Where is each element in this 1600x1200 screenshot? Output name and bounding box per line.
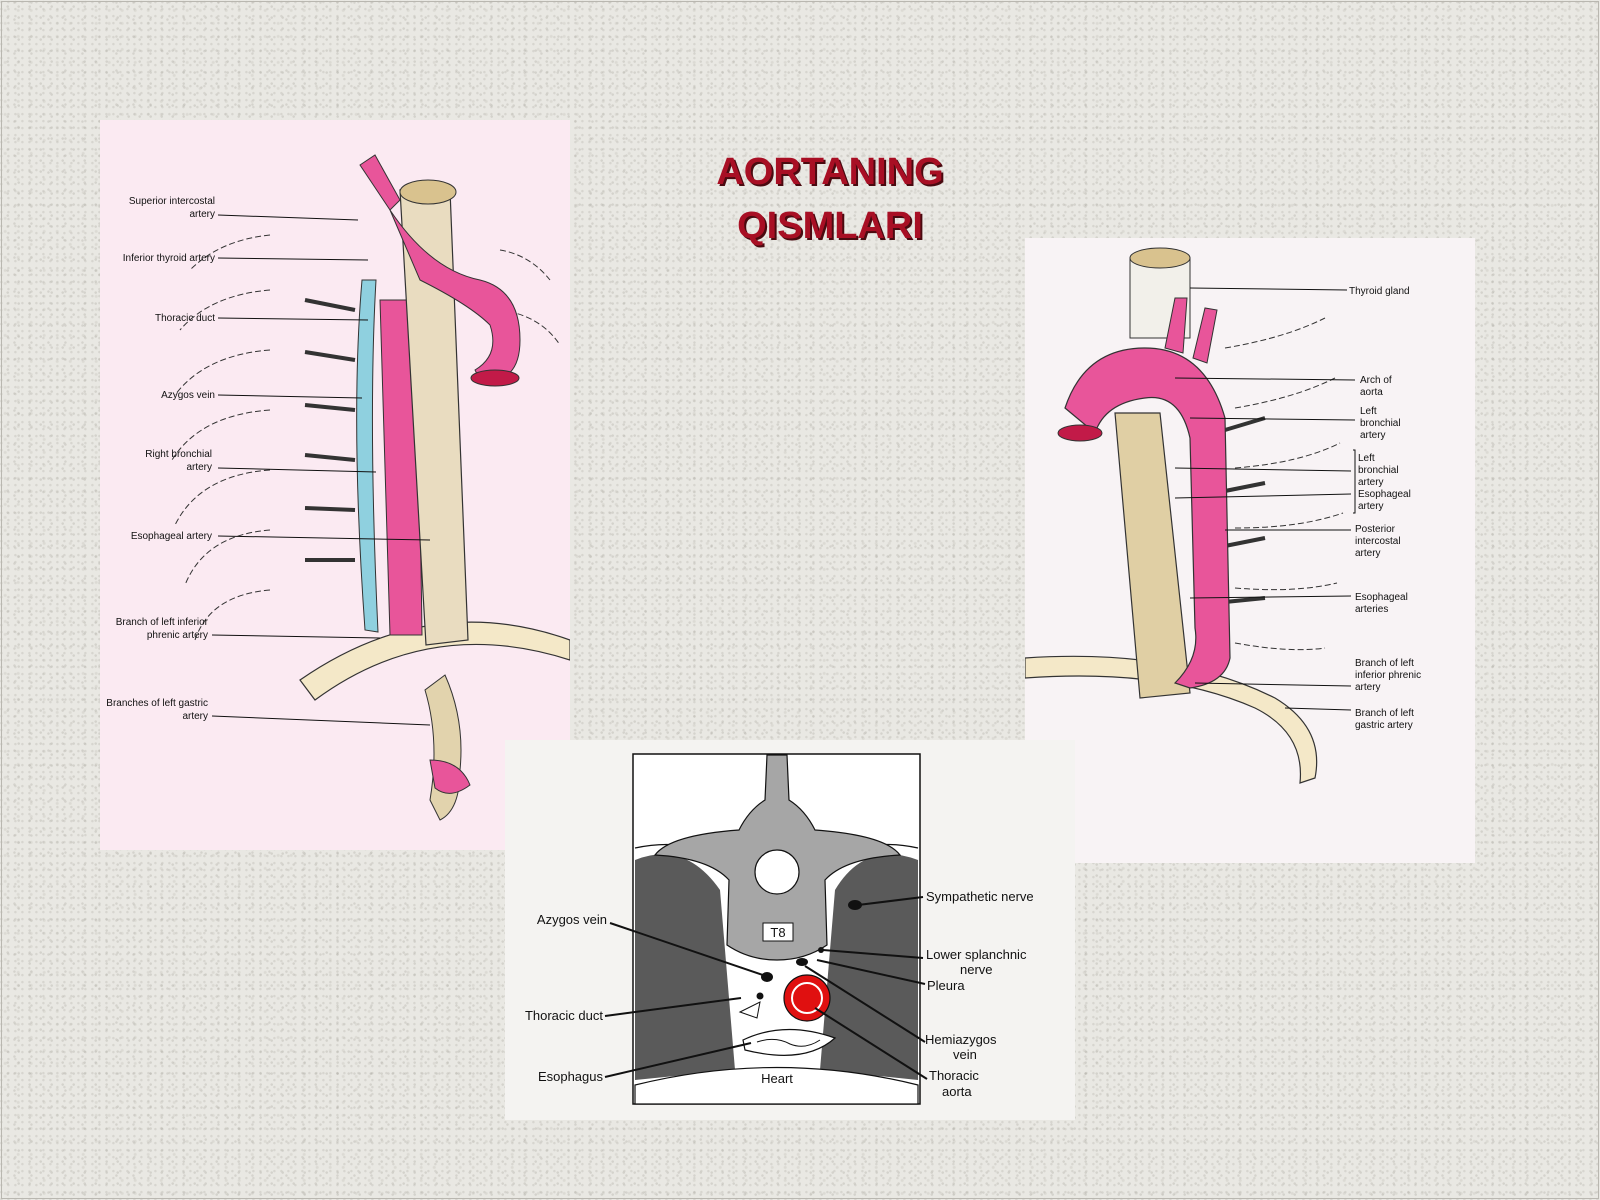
left-figure-svg: Superior intercostal artery Inferior thy… [100,120,570,850]
cross-section-esophagus [742,1028,837,1056]
right-label-aorta: aorta [1360,387,1383,398]
left-label-inferior-thyroid: Inferior thyroid artery [123,253,215,264]
right-ribs [1224,317,1344,651]
right-label-group: Thyroid gland Arch of aorta Left bronchi… [1349,286,1421,731]
right-label-bronchial-1: bronchial [1360,418,1401,429]
left-label-esophageal-artery: Esophageal artery [131,531,212,542]
right-label-artery-2: artery [1358,477,1384,488]
right-bracket [1353,449,1356,514]
right-label-thyroid-gland: Thyroid gland [1349,286,1410,297]
right-figure-background [1025,238,1475,863]
right-esophagus-shape [1114,412,1191,699]
cross-section-aorta-lumen [791,982,823,1014]
cross-section-hemiazygos [796,958,808,966]
cross-section-spinal-canal [754,849,800,895]
cs-label-vein: vein [953,1047,977,1062]
right-label-artery-1: artery [1360,430,1386,441]
cs-label-esophagus: Esophagus [538,1069,604,1084]
cross-section-t8-label: T8 [770,925,785,940]
right-label-artery-4: artery [1355,548,1381,559]
cs-label-aorta: aorta [942,1084,972,1099]
right-label-branch-left-2: Branch of left [1355,708,1414,719]
left-subclavian-vessel [359,154,401,211]
left-vessel-opening [470,369,520,387]
cross-section-t8-box [762,922,794,942]
left-label-branch-phrenic: Branch of left inferior [116,617,209,628]
cross-section-left-lung [820,854,918,1080]
left-label-branches-gastric: Branches of left gastric [106,698,208,709]
right-label-intercostal: intercostal [1355,536,1401,547]
left-leader-lines [211,214,431,726]
cs-label-heart: Heart [761,1071,793,1086]
right-trachea-top [1129,247,1191,269]
left-ribs [171,234,561,641]
left-arch-vessel [389,209,521,381]
right-left-subclavian [1192,307,1218,364]
title-line-2: QISMLARI [737,205,923,247]
right-label-arteries: arteries [1355,604,1388,615]
right-label-left-2: Left [1358,453,1375,464]
left-label-branch-phrenic-artery: phrenic artery [147,630,208,641]
left-label-right-bronchial: Right bronchial [145,449,212,460]
left-label-right-bronchial-artery: artery [186,462,212,473]
cross-section-splanchnic [818,947,824,953]
right-label-arch-of: Arch of [1360,375,1392,386]
cross-section-sympathetic [848,900,862,910]
left-anatomy-figure: Superior intercostal artery Inferior thy… [100,120,570,850]
right-label-inferior-phrenic: inferior phrenic [1355,670,1421,681]
cs-label-azygos-vein: Azygos vein [537,912,607,927]
left-azygos-vein-shape [356,279,379,633]
right-leader-lines [1174,287,1356,711]
right-label-artery-5: artery [1355,682,1381,693]
cross-section-thoracic-duct [738,1001,761,1019]
cross-section-figure: T8 Azygos vein Thoracic duct Esophagu [505,740,1075,1120]
title-line-1: AORTANING [716,151,944,193]
right-label-gastric-artery: gastric artery [1355,720,1413,731]
cross-section-heart [634,1066,919,1105]
right-label-left-1: Left [1360,406,1377,417]
right-left-carotid [1164,297,1188,354]
right-label-posterior: Posterior [1355,524,1396,535]
cross-section-leader-lines [604,896,928,1080]
left-trachea-top [399,179,457,205]
right-aorta-opening [1057,424,1103,442]
left-label-azygos-vein: Azygos vein [161,390,215,401]
left-gastric-vessel [429,759,471,794]
left-figure-background [100,120,570,850]
left-label-superior-intercostal-artery: artery [189,209,215,220]
right-figure-svg: Thyroid gland Arch of aorta Left bronchi… [1025,238,1475,863]
cross-section-duct-dot [756,992,764,1000]
right-label-esophageal-2: Esophageal [1355,592,1408,603]
left-diaphragm [299,621,570,701]
left-label-superior-intercostal: Superior intercostal [129,196,215,207]
cs-label-pleura: Pleura [927,978,965,993]
right-anatomy-figure: Thyroid gland Arch of aorta Left bronchi… [1025,238,1475,863]
left-label-thoracic-duct: Thoracic duct [155,313,215,324]
cs-label-sympathetic-nerve: Sympathetic nerve [926,889,1034,904]
cs-label-thoracic: Thoracic [929,1068,979,1083]
cross-section-esophagus-lumen [756,1038,821,1047]
cs-label-nerve: nerve [960,962,993,977]
cs-label-hemiazygos: Hemiazygos [925,1032,997,1047]
left-label-branches-gastric-artery: artery [182,711,208,722]
right-aorta-shape [1064,347,1231,689]
left-intercostal-branches [304,298,356,562]
cross-section-svg: T8 Azygos vein Thoracic duct Esophagu [505,740,1075,1120]
cross-section-right-lung [635,854,735,1080]
right-label-artery-3: artery [1358,501,1384,512]
cross-section-azygos [761,972,773,982]
slide-title: AORTANING QISMLARI [640,145,1020,253]
right-label-branch-left-1: Branch of left [1355,658,1414,669]
right-label-bronchial-2: bronchial [1358,465,1399,476]
right-label-esophageal-1: Esophageal [1358,489,1411,500]
cs-label-thoracic-duct: Thoracic duct [525,1008,603,1023]
cs-label-lower-splanchnic: Lower splanchnic [926,947,1027,962]
left-label-group: Superior intercostal artery Inferior thy… [106,196,215,722]
